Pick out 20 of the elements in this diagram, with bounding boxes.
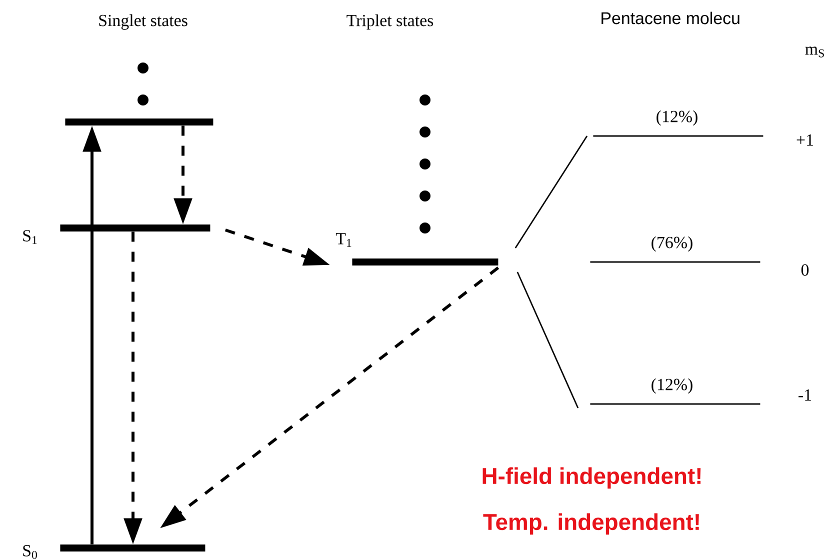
column-heading: Triplet states xyxy=(346,14,434,30)
spin-value: 0 xyxy=(801,264,809,276)
population-label: (76%) xyxy=(652,236,692,252)
state-label: T$_{1}$ xyxy=(336,233,352,247)
energy-level-line xyxy=(590,261,760,263)
title: Pentacene molecu xyxy=(602,12,740,24)
spin-value: +1 xyxy=(796,134,813,146)
note-text: H-field independent! xyxy=(482,467,701,489)
population-label: (12%) xyxy=(652,378,692,394)
state-label: S$_{1}$ xyxy=(23,230,37,244)
splitting-line xyxy=(516,272,579,408)
state-label: S$_{0}$ xyxy=(23,545,37,559)
energy-level-line xyxy=(590,403,760,405)
population-label: (12%) xyxy=(656,110,698,126)
axis-label: m$_{S}$ xyxy=(805,46,824,58)
energy-level-line xyxy=(593,135,764,137)
spin-value: -1 xyxy=(798,389,812,401)
splitting-line xyxy=(514,136,588,248)
note-text: Temp. independent! xyxy=(483,513,699,535)
column-heading: Singlet states xyxy=(99,14,188,30)
